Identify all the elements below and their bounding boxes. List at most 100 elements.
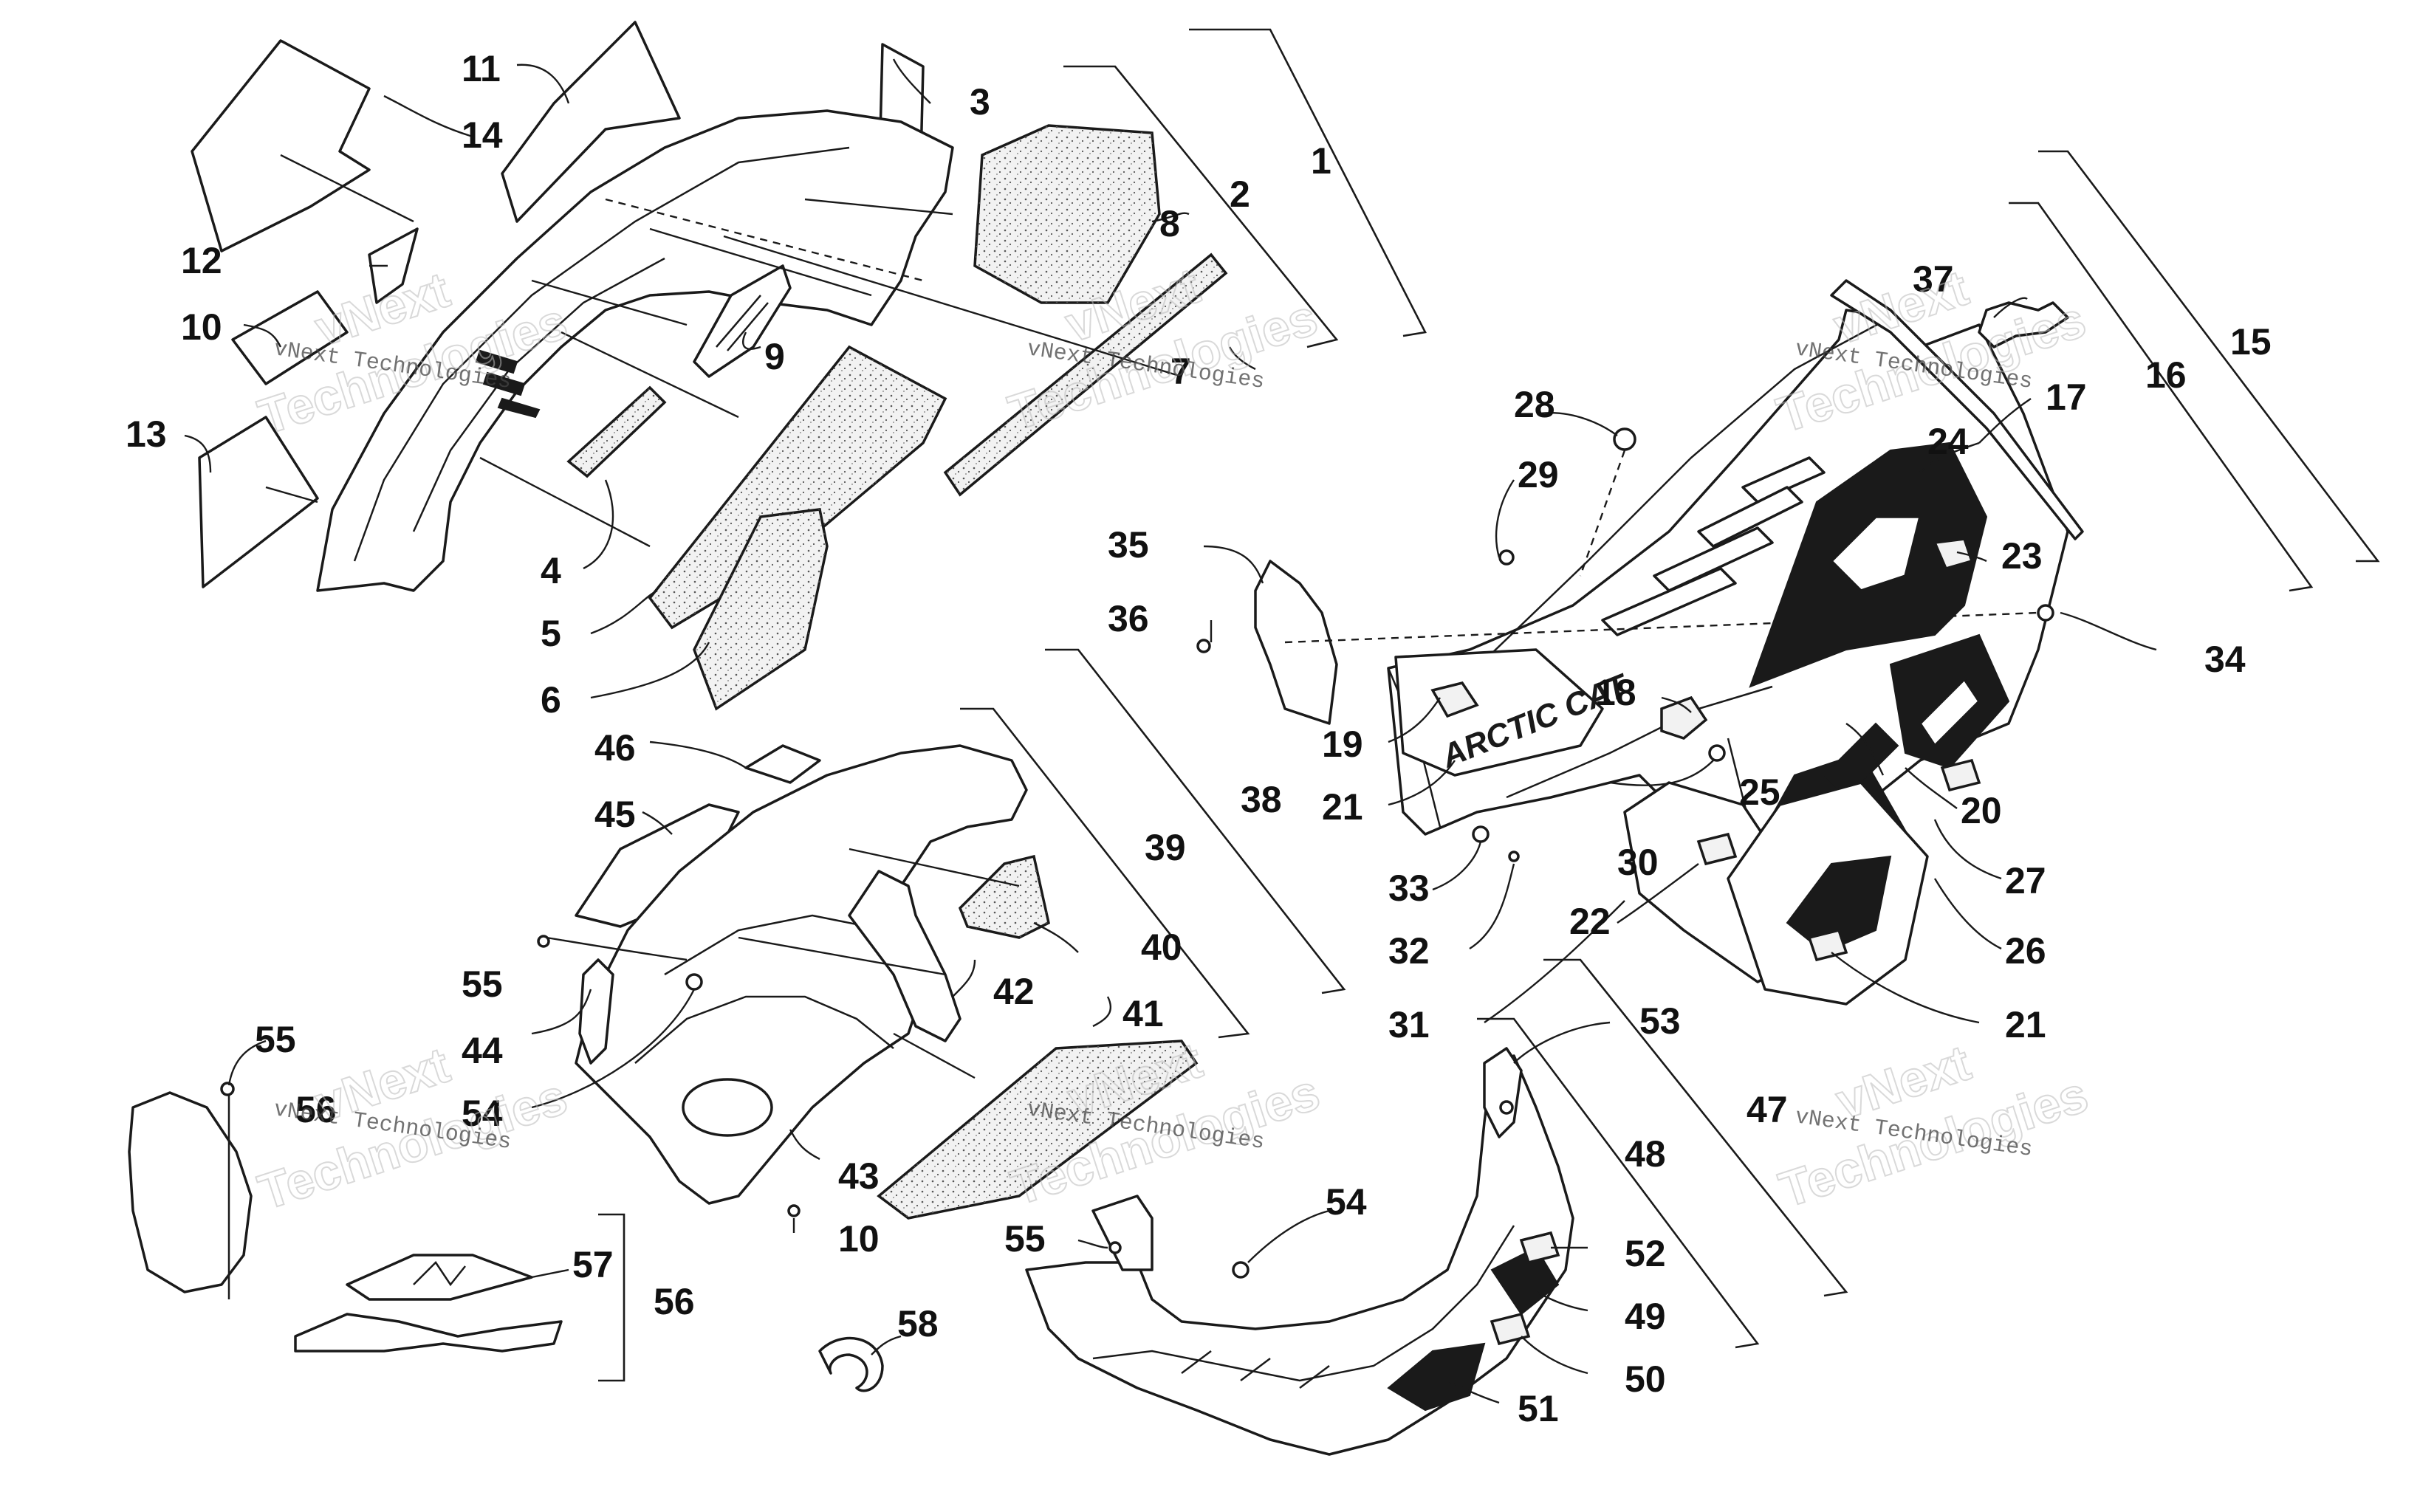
callout-9: 9 xyxy=(764,336,785,377)
callout-24: 24 xyxy=(1927,421,1969,462)
callout-43: 43 xyxy=(838,1155,880,1197)
callout-10-top: 10 xyxy=(181,306,222,348)
decal-panel-11 xyxy=(501,21,681,223)
callout-32: 32 xyxy=(1388,930,1430,972)
bracket-38 xyxy=(1045,648,1346,994)
callout-25: 25 xyxy=(1739,772,1780,813)
fastener-54-bottom xyxy=(1232,1261,1250,1279)
callout-18: 18 xyxy=(1595,672,1636,713)
callout-7: 7 xyxy=(1170,351,1191,392)
hood-assembly xyxy=(191,21,1427,711)
bracket-2 xyxy=(1063,65,1339,348)
callout-56-right: 56 xyxy=(654,1281,695,1322)
graphic-49 xyxy=(1490,1246,1560,1316)
clip-37 xyxy=(1978,301,2069,348)
callout-57: 57 xyxy=(572,1244,614,1285)
fastener-29 xyxy=(1498,549,1515,566)
hood-ridge xyxy=(353,146,850,562)
callouts: 1 2 3 4 5 6 7 8 9 10 10 11 12 13 14 15 1… xyxy=(126,48,2272,1429)
nose-pan-assembly xyxy=(537,648,1346,1220)
fastener-10-bottom xyxy=(787,1204,801,1217)
foam-8-texture xyxy=(975,126,1159,303)
foam-strip-7-texture xyxy=(945,255,1226,495)
callout-49: 49 xyxy=(1625,1296,1666,1337)
callout-11: 11 xyxy=(462,48,501,89)
bracket-56 xyxy=(294,1313,563,1353)
panel-46 xyxy=(744,744,821,784)
panel-35 xyxy=(1254,560,1338,725)
callout-44: 44 xyxy=(462,1030,503,1071)
callout-10-bottom: 10 xyxy=(838,1218,880,1260)
callout-53: 53 xyxy=(1639,1000,1681,1042)
side-piece-assembly xyxy=(128,1082,884,1392)
callout-42: 42 xyxy=(993,971,1035,1012)
callout-56-left: 56 xyxy=(295,1089,337,1130)
fastener-36 xyxy=(1196,639,1211,653)
ring-58 xyxy=(818,1336,884,1392)
fastener-54-center xyxy=(685,973,703,991)
bracket-39 xyxy=(960,707,1250,1039)
callout-12: 12 xyxy=(181,240,222,281)
callout-20: 20 xyxy=(1961,790,2002,831)
badge-52 xyxy=(1519,1231,1560,1265)
badge-20 xyxy=(1940,758,1981,792)
callout-48: 48 xyxy=(1625,1133,1666,1175)
callout-14: 14 xyxy=(462,114,503,156)
callout-21-bottom: 21 xyxy=(2005,1004,2046,1045)
decal-panel-12 xyxy=(368,227,419,304)
callout-3: 3 xyxy=(970,81,990,123)
callout-23: 23 xyxy=(2001,535,2043,577)
fastener-30 xyxy=(1708,744,1726,762)
callout-2: 2 xyxy=(1230,173,1250,215)
callout-16: 16 xyxy=(2145,354,2187,396)
hood-leaders xyxy=(184,58,1256,699)
belly-pan-assembly xyxy=(1025,958,1848,1456)
decal-panel-13 xyxy=(198,416,319,588)
callout-52: 52 xyxy=(1625,1233,1666,1274)
callout-34: 34 xyxy=(2204,639,2246,680)
fastener-28 xyxy=(1613,427,1636,451)
decal-panel-14 xyxy=(191,39,371,252)
side-piece-56 xyxy=(128,1091,253,1293)
callout-50: 50 xyxy=(1625,1358,1666,1400)
callout-38: 38 xyxy=(1241,779,1282,820)
fastener-33 xyxy=(1472,825,1490,843)
fastener-55-left xyxy=(220,1082,235,1096)
side-piece-leaders xyxy=(227,1040,902,1355)
bracket-44 xyxy=(578,958,614,1065)
callout-17: 17 xyxy=(2046,377,2087,418)
callout-54-bottom: 54 xyxy=(1326,1181,1367,1223)
callout-26: 26 xyxy=(2005,930,2046,972)
callout-40: 40 xyxy=(1141,927,1182,968)
callout-37: 37 xyxy=(1913,258,1954,300)
callout-6: 6 xyxy=(541,679,561,721)
callout-30: 30 xyxy=(1617,842,1659,883)
bracket-1 xyxy=(1189,28,1427,337)
brand-plate xyxy=(1394,648,1604,777)
graphic-51 xyxy=(1387,1342,1486,1412)
bracket-15 xyxy=(2038,150,2380,563)
callout-21-top: 21 xyxy=(1322,786,1363,828)
hood-vents xyxy=(475,349,541,419)
strip-17 xyxy=(1830,279,2084,540)
bracket-16 xyxy=(2009,202,2314,592)
callout-51: 51 xyxy=(1518,1388,1559,1429)
bracket-56-group xyxy=(598,1213,625,1382)
callout-29: 29 xyxy=(1518,454,1559,495)
nose-pan-opening xyxy=(682,1078,773,1137)
badge-21 xyxy=(1807,928,1848,962)
badge-22 xyxy=(1696,832,1738,866)
badge-19 xyxy=(1430,681,1479,718)
callout-19: 19 xyxy=(1322,724,1363,765)
side-panel-leaders xyxy=(1203,297,2157,1024)
callout-22: 22 xyxy=(1569,901,1611,942)
callout-31: 31 xyxy=(1388,1004,1430,1045)
side-panel-assembly: ARCTIC CAT xyxy=(1196,150,2380,1006)
badge-18 xyxy=(1660,695,1708,740)
bracket-48 xyxy=(1477,1017,1760,1349)
callout-55-center: 55 xyxy=(462,963,503,1005)
callout-35: 35 xyxy=(1108,524,1149,566)
fastener-32 xyxy=(1508,850,1520,862)
